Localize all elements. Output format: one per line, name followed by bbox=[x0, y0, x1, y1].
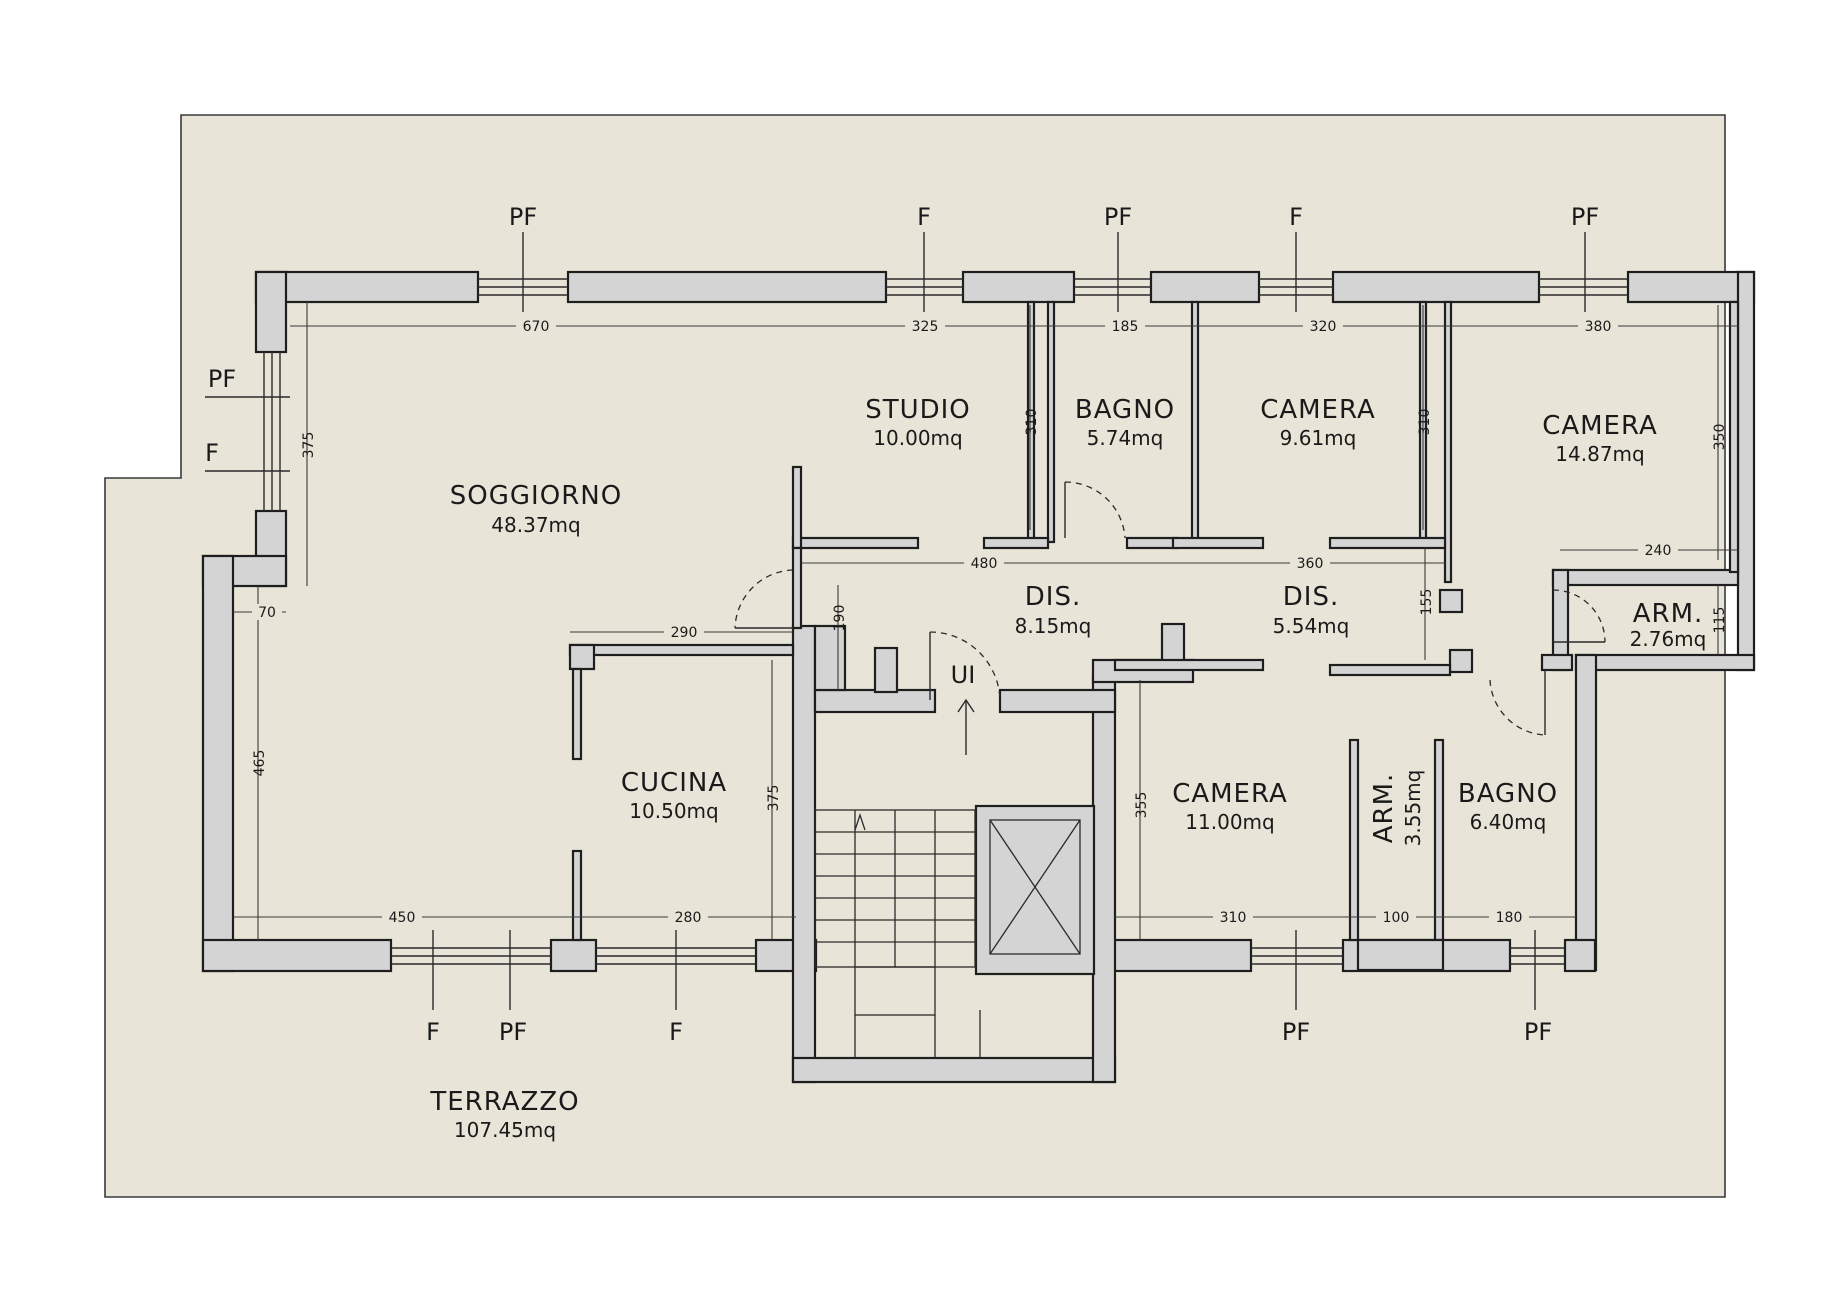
dim-top-185: 185 bbox=[1112, 319, 1139, 335]
room-soggiorno-name: SOGGIORNO bbox=[450, 481, 622, 511]
opening-labels: PF F PF F PF PF F F PF F PF PF bbox=[205, 203, 1599, 1046]
dim-top-320: 320 bbox=[1310, 319, 1337, 335]
room-labels: SOGGIORNO 48.37mq STUDIO 10.00mq BAGNO 5… bbox=[429, 395, 1706, 1142]
dim-h-240: 240 bbox=[1645, 543, 1672, 559]
dim-top-325: 325 bbox=[912, 319, 939, 335]
dim-bot-100: 100 bbox=[1383, 910, 1410, 926]
opening-left-2: F bbox=[205, 439, 219, 467]
dim-bot-450: 450 bbox=[389, 910, 416, 926]
opening-bottom-5: PF bbox=[1524, 1018, 1552, 1046]
opening-top-2: F bbox=[917, 203, 931, 231]
opening-left-1: PF bbox=[208, 365, 236, 393]
dim-v-375-left: 375 bbox=[301, 432, 317, 459]
opening-top-1: PF bbox=[509, 203, 537, 231]
room-arm1-area: 2.76mq bbox=[1630, 627, 1707, 651]
staircase bbox=[814, 809, 1081, 1058]
room-bagno1-area: 5.74mq bbox=[1087, 426, 1164, 450]
interior-walls bbox=[568, 300, 1740, 972]
dim-v-115: 115 bbox=[1712, 607, 1728, 634]
room-bagno2-name: BAGNO bbox=[1458, 779, 1558, 809]
dim-v-355: 355 bbox=[1134, 792, 1150, 819]
room-bagno1-name: BAGNO bbox=[1075, 395, 1175, 425]
room-dis2-name: DIS. bbox=[1283, 582, 1339, 612]
room-dis1-area: 8.15mq bbox=[1015, 614, 1092, 638]
walls bbox=[201, 270, 1756, 1084]
entrance-label: UI bbox=[951, 661, 976, 689]
dim-v-465: 465 bbox=[252, 750, 268, 777]
room-camera3-name: CAMERA bbox=[1172, 779, 1288, 809]
dim-h-360: 360 bbox=[1297, 556, 1324, 572]
room-arm1-name: ARM. bbox=[1633, 599, 1704, 629]
dim-v-310-camera: 310 bbox=[1417, 409, 1433, 436]
dim-bot-180: 180 bbox=[1496, 910, 1523, 926]
dim-v-155: 155 bbox=[1419, 589, 1435, 616]
room-cucina-area: 10.50mq bbox=[629, 799, 718, 823]
dim-v-310-studio: 310 bbox=[1024, 409, 1040, 436]
dim-bot-310: 310 bbox=[1220, 910, 1247, 926]
room-terrazzo-area: 107.45mq bbox=[454, 1118, 556, 1142]
room-camera1-area: 9.61mq bbox=[1280, 426, 1357, 450]
room-dis2-area: 5.54mq bbox=[1273, 614, 1350, 638]
entrance-arrow bbox=[957, 698, 975, 755]
room-soggiorno-area: 48.37mq bbox=[491, 513, 580, 537]
room-arm2-area: 3.55mq bbox=[1401, 770, 1425, 847]
room-arm2-name: ARM. bbox=[1369, 773, 1399, 844]
terrace-outline bbox=[104, 114, 1726, 1198]
opening-bottom-3: F bbox=[669, 1018, 683, 1046]
room-camera1-name: CAMERA bbox=[1260, 395, 1376, 425]
dim-top-670: 670 bbox=[523, 319, 550, 335]
room-studio-area: 10.00mq bbox=[873, 426, 962, 450]
opening-bottom-2: PF bbox=[499, 1018, 527, 1046]
dim-h-480: 480 bbox=[971, 556, 998, 572]
opening-ticks bbox=[205, 232, 1586, 1010]
dim-bot-280: 280 bbox=[675, 910, 702, 926]
dim-h-70: 70 bbox=[258, 605, 276, 621]
room-terrazzo-name: TERRAZZO bbox=[429, 1087, 579, 1117]
dimension-labels: 670 325 185 320 380 375 310 310 350 480 … bbox=[252, 318, 1728, 926]
opening-bottom-1: F bbox=[426, 1018, 440, 1046]
opening-top-5: PF bbox=[1571, 203, 1599, 231]
dim-v-375-cucina: 375 bbox=[766, 785, 782, 812]
opening-top-4: F bbox=[1289, 203, 1303, 231]
dim-v-350: 350 bbox=[1712, 424, 1728, 451]
room-camera2-name: CAMERA bbox=[1542, 411, 1658, 441]
door-swings bbox=[734, 481, 1606, 736]
room-studio-name: STUDIO bbox=[865, 395, 971, 425]
opening-top-3: PF bbox=[1104, 203, 1132, 231]
room-camera3-area: 11.00mq bbox=[1185, 810, 1274, 834]
dim-h-290: 290 bbox=[671, 625, 698, 641]
room-cucina-name: CUCINA bbox=[621, 768, 727, 798]
dim-top-380: 380 bbox=[1585, 319, 1612, 335]
room-bagno2-area: 6.40mq bbox=[1470, 810, 1547, 834]
opening-bottom-4: PF bbox=[1282, 1018, 1310, 1046]
dim-v-190: 190 bbox=[832, 605, 848, 632]
room-camera2-area: 14.87mq bbox=[1555, 442, 1644, 466]
room-dis1-name: DIS. bbox=[1025, 582, 1081, 612]
